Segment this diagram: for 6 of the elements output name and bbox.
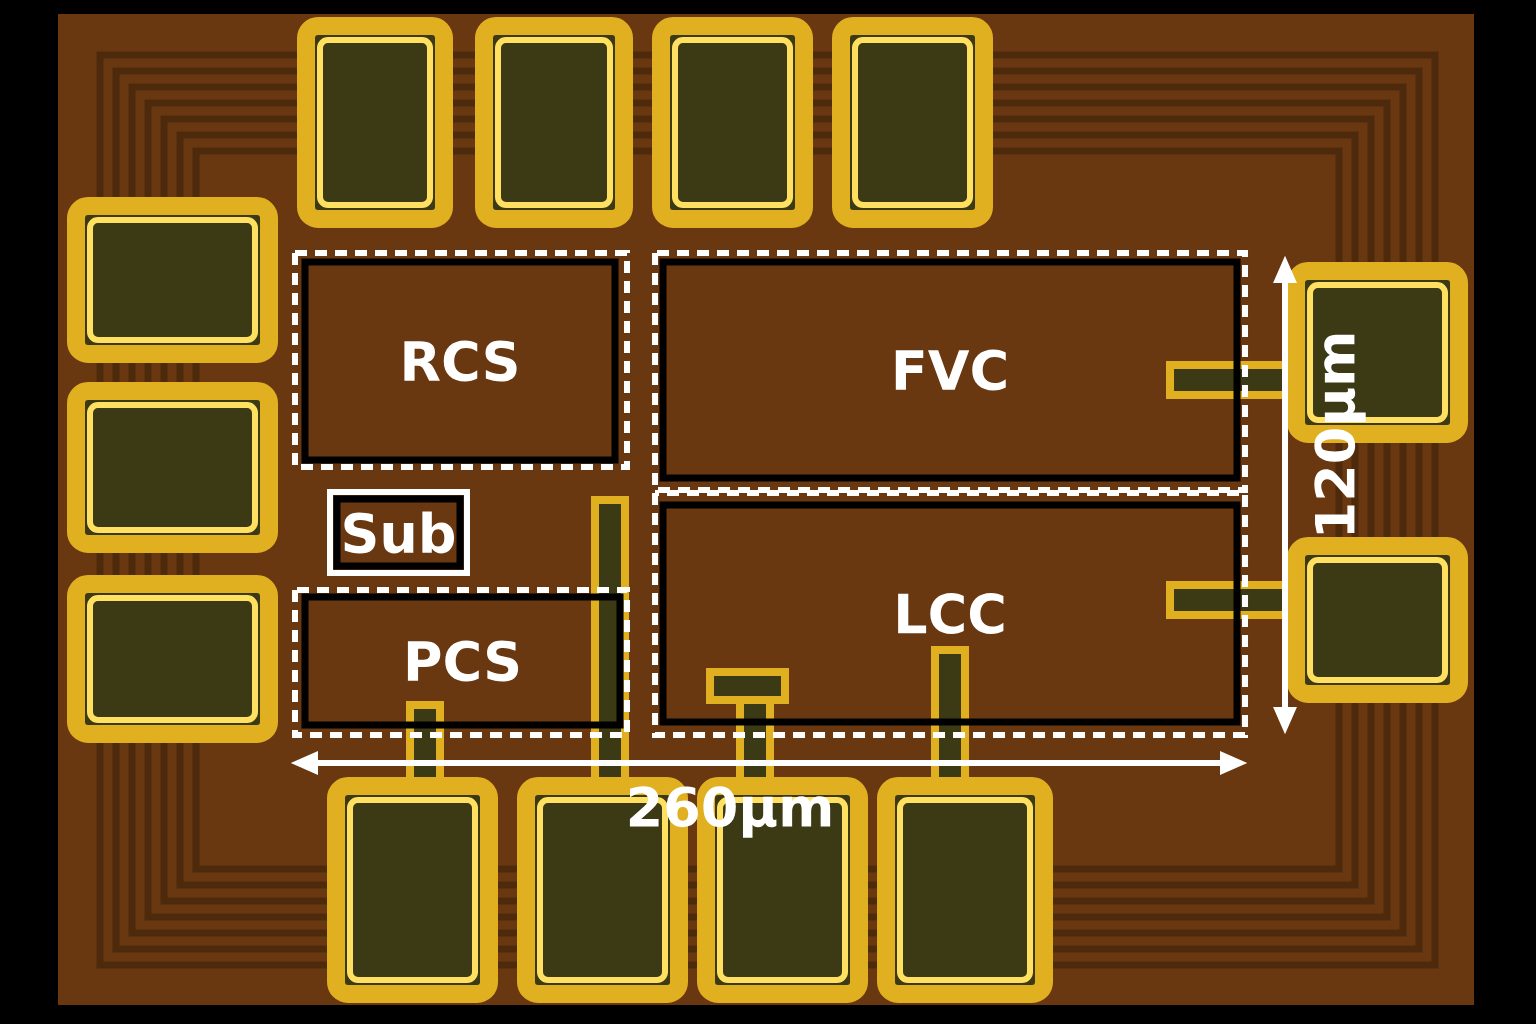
dimension-label: 120µm: [1314, 334, 1366, 534]
circuit-block: LCC: [652, 490, 1248, 738]
circuit-block: Sub: [327, 489, 470, 576]
circuit-block: RCS: [292, 250, 630, 470]
circuit-block: FVC: [652, 250, 1248, 493]
circuit-block: PCS: [292, 587, 630, 738]
